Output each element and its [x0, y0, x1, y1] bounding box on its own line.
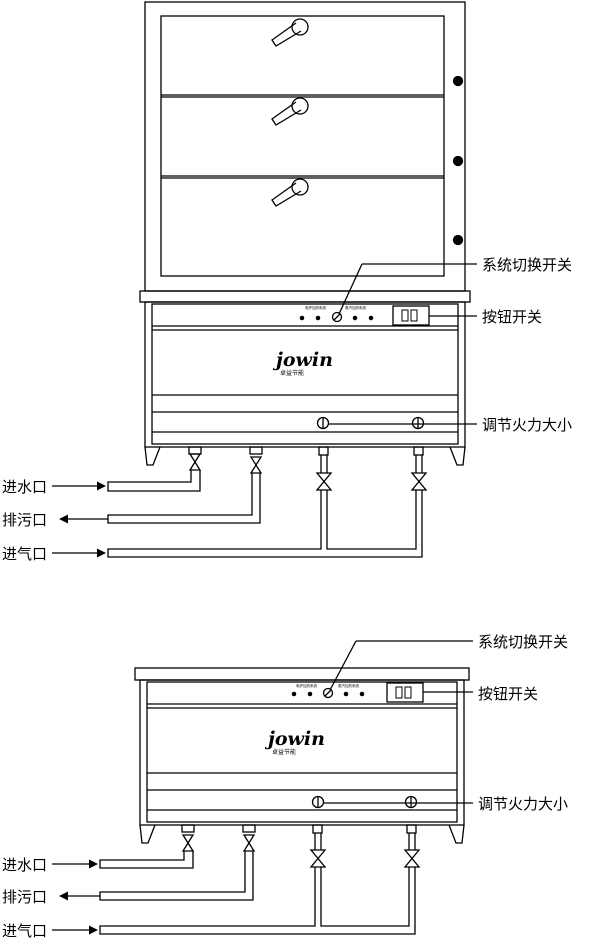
base-top-ledge [139, 290, 471, 303]
fire-adjust-knob[interactable] [404, 795, 418, 809]
indicator-dot [352, 315, 358, 321]
indicator-dot [343, 691, 349, 697]
water-inlet-pipe [99, 824, 195, 869]
panel-text-right: 蒸汽加热系统 [345, 305, 366, 310]
leader-line [338, 263, 363, 315]
brand-logo: jowin [264, 728, 325, 750]
drain-pipe [99, 824, 256, 901]
label-system-switch: 系统切换开关 [478, 633, 568, 651]
label-water-inlet: 进水口 [2, 856, 47, 874]
label-water-inlet: 进水口 [2, 478, 47, 496]
hinge-dot [452, 75, 464, 87]
door-handle[interactable] [271, 178, 309, 207]
gas-pipe [107, 446, 428, 558]
button-switch[interactable] [386, 682, 424, 703]
indicator-dot [359, 691, 365, 697]
brand-logo-sub: 卓益节能 [272, 748, 296, 756]
leg [449, 446, 466, 466]
label-button-switch: 按钮开关 [478, 685, 538, 703]
fire-adjust-knob[interactable] [411, 416, 425, 430]
indicator-dot [315, 315, 321, 321]
gas-pipe [99, 824, 421, 935]
label-fire-adjust: 调节火力大小 [482, 416, 572, 434]
door-handle[interactable] [271, 18, 309, 47]
brand-logo-sub: 卓益节能 [280, 369, 304, 377]
label-fire-adjust: 调节火力大小 [478, 795, 568, 813]
leg [139, 824, 156, 844]
base-body [139, 679, 465, 826]
label-drain-outlet: 排污口 [2, 511, 47, 529]
label-gas-inlet: 进气口 [2, 922, 47, 940]
top-cabinet: 电炉加热系统 蒸汽加热系统 jowin 卓益节能 [2, 1, 572, 563]
door-frame [160, 15, 445, 277]
panel-text-left: 电炉加热系统 [305, 305, 326, 310]
brand-logo: jowin [272, 349, 333, 371]
drain-pipe [107, 446, 263, 524]
indicator-dot [368, 315, 374, 321]
system-switch-knob[interactable] [331, 311, 343, 323]
hinge-dot [452, 234, 464, 246]
leg [144, 446, 161, 466]
leader-line [329, 640, 357, 691]
leg [448, 824, 465, 844]
label-button-switch: 按钮开关 [482, 308, 542, 326]
button-switch[interactable] [392, 305, 430, 326]
cabinet-frame [144, 1, 466, 292]
bottom-cabinet: 电炉加热系统 蒸汽加热系统 jowin 卓益节能 [2, 633, 568, 940]
door-handle[interactable] [271, 97, 309, 126]
water-inlet-pipe [107, 446, 202, 492]
fire-adjust-knob[interactable] [316, 416, 330, 430]
label-drain-outlet: 排污口 [2, 888, 47, 906]
label-system-switch: 系统切换开关 [482, 256, 572, 274]
fire-adjust-knob[interactable] [311, 795, 325, 809]
hinge-dot [452, 155, 464, 167]
system-switch-knob[interactable] [322, 687, 334, 699]
panel-text-left: 电炉加热系统 [296, 683, 317, 688]
base-top-ledge [134, 667, 470, 681]
indicator-dot [307, 691, 313, 697]
label-gas-inlet: 进气口 [2, 545, 47, 563]
indicator-dot [299, 315, 305, 321]
panel-text-right: 蒸汽加热系统 [338, 683, 359, 688]
base-body [144, 301, 466, 448]
indicator-dot [291, 691, 297, 697]
